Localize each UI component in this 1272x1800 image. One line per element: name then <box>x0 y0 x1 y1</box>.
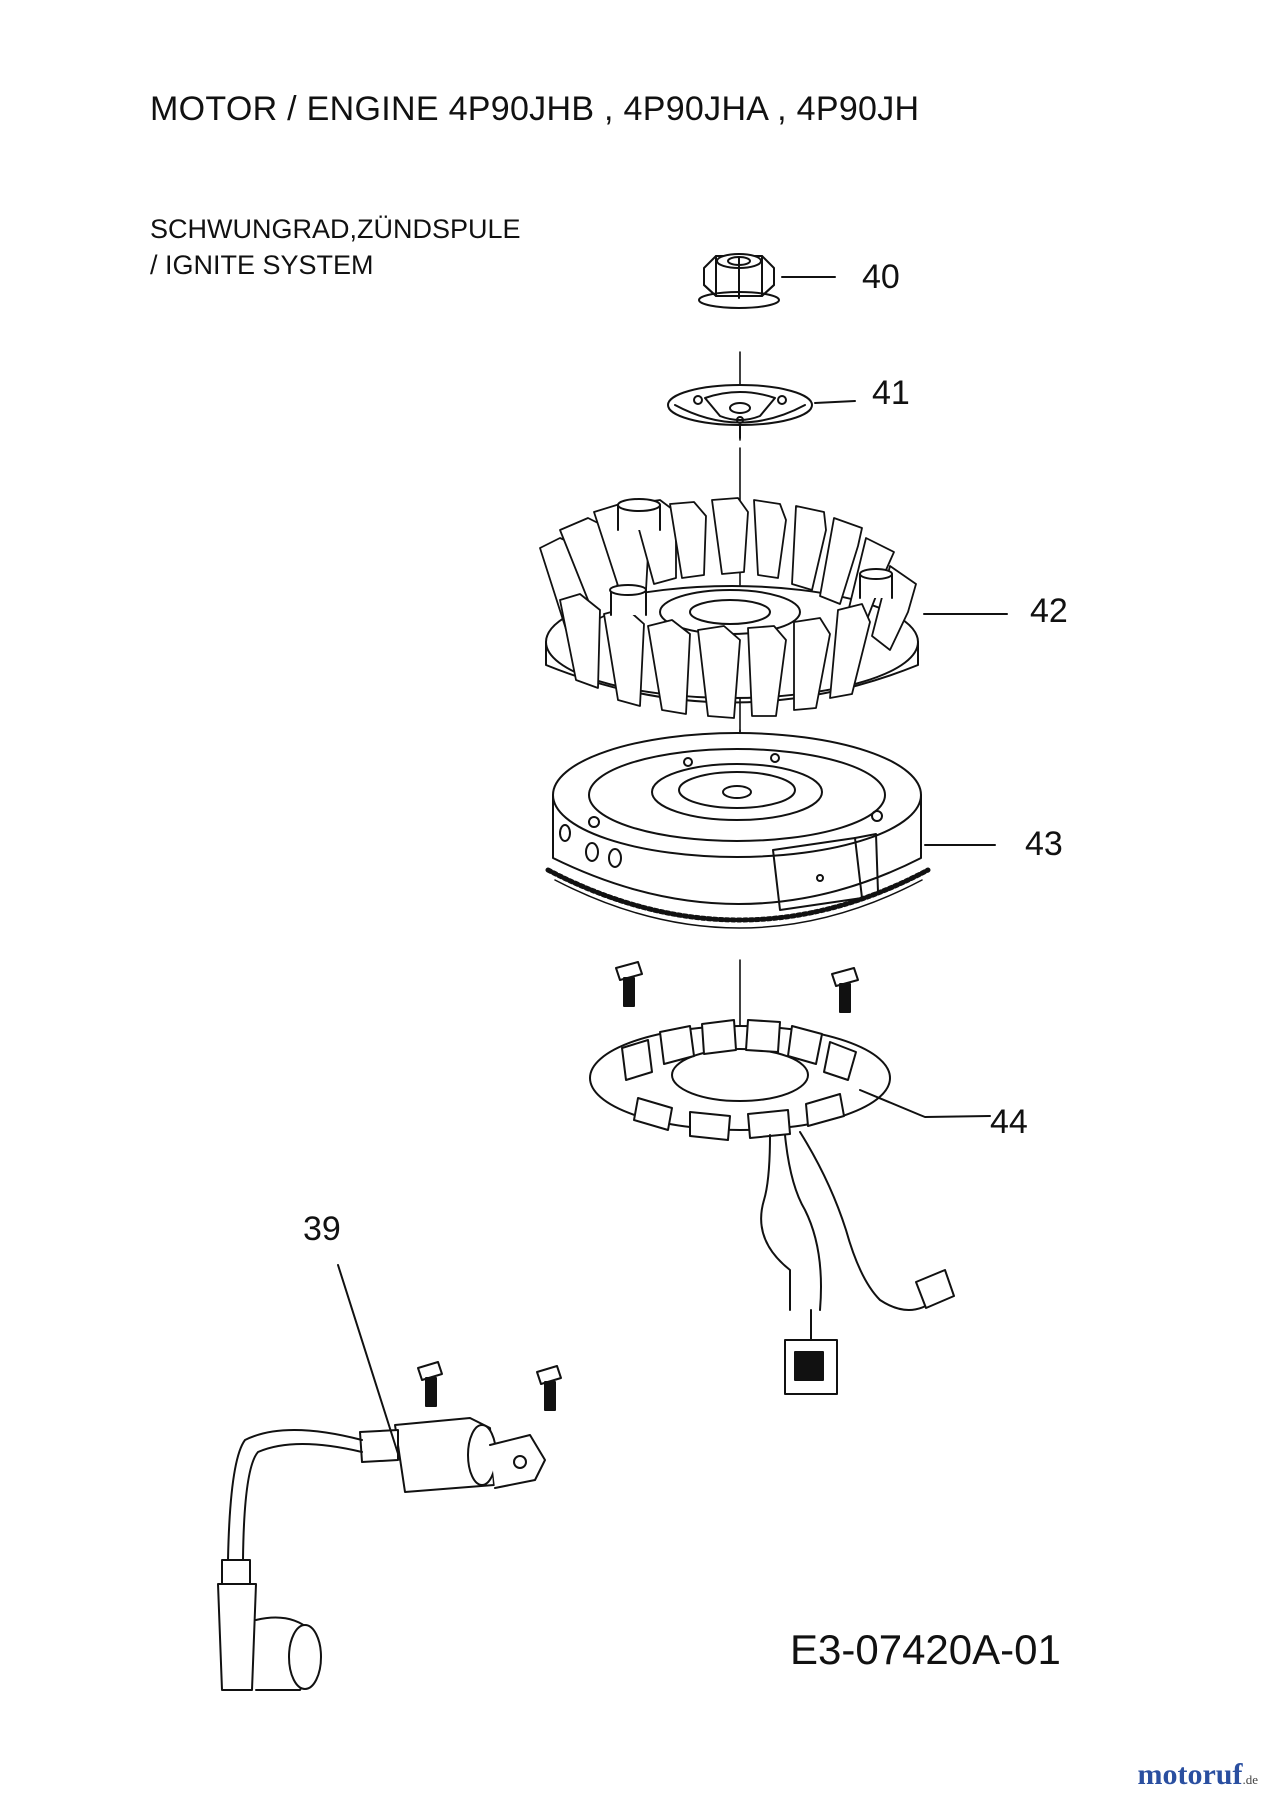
part-42-fan <box>539 497 1008 719</box>
watermark-logo: motoruf.de <box>1137 1758 1258 1791</box>
callout-40: 40 <box>862 258 900 296</box>
callout-44: 44 <box>990 1103 1028 1141</box>
page-title: MOTOR / ENGINE 4P90JHB , 4P90JHA , 4P90J… <box>150 90 920 128</box>
section-subtitle-en: / IGNITE SYSTEM <box>150 250 374 280</box>
callout-41: 41 <box>872 374 910 412</box>
drawing-code: E3-07420A-01 <box>790 1626 1061 1673</box>
callout-42: 42 <box>1030 592 1068 630</box>
part-41-washer <box>667 384 856 439</box>
part-40-nut <box>698 253 836 309</box>
part-39-ignition-coil <box>217 1264 562 1691</box>
callout-43: 43 <box>1025 825 1063 863</box>
part-43-flywheel <box>545 732 996 929</box>
section-subtitle-de: SCHWUNGRAD,ZÜNDSPULE <box>150 214 521 244</box>
part-44-stator <box>589 1019 991 1395</box>
stator-bolts <box>615 961 859 1013</box>
callout-39: 39 <box>303 1210 341 1248</box>
